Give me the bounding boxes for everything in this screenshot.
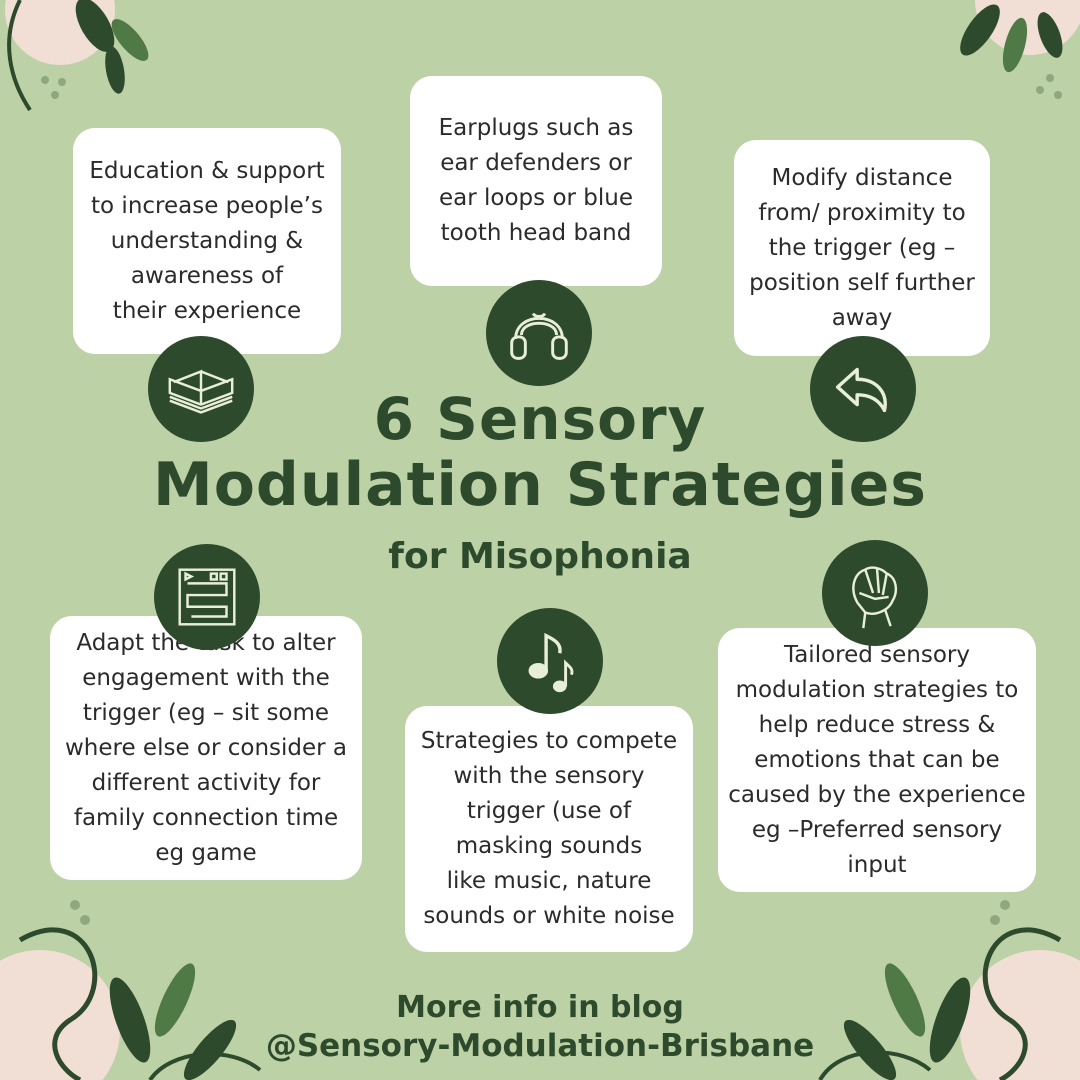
- arrow-back-icon: [810, 336, 916, 442]
- strategy-text: Tailored sensory modulation strategies t…: [728, 641, 1026, 878]
- strategy-card-education: Education & support to increase people’s…: [73, 128, 341, 354]
- book-icon: [148, 336, 254, 442]
- music-note-icon: [497, 608, 603, 714]
- strategy-card-compete: Strategies to compete with the sensory t…: [405, 706, 693, 952]
- strategy-text: Adapt the task to alter engagement with …: [64, 629, 348, 866]
- strategy-card-tailored: Tailored sensory modulation strategies t…: [718, 628, 1036, 892]
- strategy-text: Earplugs such as ear defenders or ear lo…: [438, 115, 634, 246]
- headphones-icon: [486, 280, 592, 386]
- subtitle: for Misophonia: [388, 536, 692, 577]
- footer-blog-text: More info in blog: [396, 990, 684, 1025]
- title-line-2: Modulation Strategies: [153, 450, 927, 520]
- stress-ball-icon: [822, 540, 928, 646]
- strategy-text: Strategies to compete with the sensory t…: [420, 728, 678, 929]
- board-game-icon: [154, 544, 260, 650]
- title-line-1: 6 Sensory: [373, 385, 707, 453]
- leaf-decoration-bottom-right: [818, 900, 1080, 1080]
- strategy-text: Education & support to increase people’s…: [89, 157, 325, 324]
- footer-handle: @Sensory-Modulation-Brisbane: [265, 1028, 815, 1064]
- leaf-decoration-top-left: [5, 0, 149, 112]
- strategy-text: Modify distance from/ proximity to the t…: [749, 164, 975, 331]
- strategy-card-distance: Modify distance from/ proximity to the t…: [734, 140, 990, 356]
- leaf-decoration-top-right: [960, 0, 1080, 99]
- strategy-card-earplugs: Earplugs such as ear defenders or ear lo…: [410, 76, 662, 286]
- strategy-card-adapt-task: Adapt the task to alter engagement with …: [50, 616, 362, 880]
- leaf-decoration-bottom-left: [0, 900, 262, 1080]
